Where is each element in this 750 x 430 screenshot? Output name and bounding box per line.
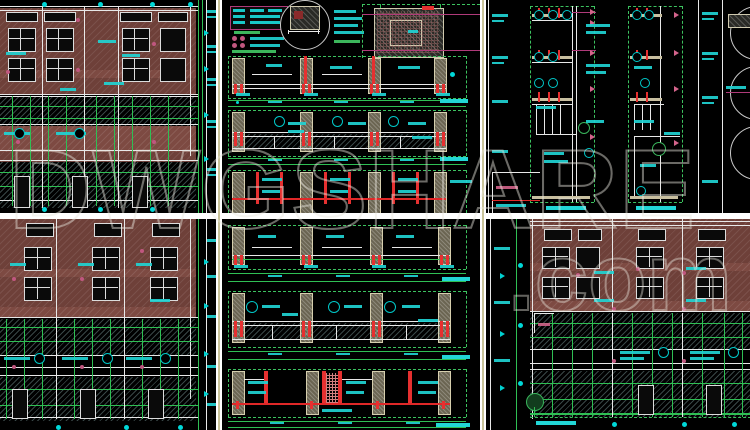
window	[696, 247, 724, 269]
door	[638, 385, 654, 415]
window	[46, 28, 74, 52]
door	[80, 389, 96, 419]
window	[576, 247, 600, 269]
frame-line-right	[482, 0, 484, 430]
window	[638, 229, 666, 241]
window	[44, 12, 76, 22]
window	[542, 277, 570, 299]
window	[636, 247, 664, 269]
window	[150, 247, 178, 271]
window	[160, 58, 186, 82]
window	[24, 277, 52, 301]
window	[152, 223, 180, 237]
panel-top-right[interactable]	[486, 0, 750, 213]
panel-top-middle[interactable]	[222, 0, 480, 213]
window	[696, 277, 724, 299]
door	[12, 389, 28, 419]
window	[92, 247, 120, 271]
door	[132, 176, 148, 208]
window	[544, 229, 572, 241]
window	[698, 229, 726, 241]
window	[122, 28, 150, 52]
window	[160, 28, 186, 52]
panel-bottom-right[interactable]	[486, 219, 750, 430]
panel-bottom-middle[interactable]	[222, 219, 480, 430]
window	[92, 277, 120, 301]
panel-top-left[interactable]	[0, 0, 216, 213]
window	[24, 247, 52, 271]
window	[120, 12, 152, 22]
window	[8, 28, 36, 52]
frame-line-left	[218, 0, 220, 430]
window	[542, 247, 570, 269]
window	[578, 229, 602, 241]
window	[94, 223, 122, 237]
door	[14, 176, 30, 208]
window	[576, 277, 600, 299]
window	[46, 58, 74, 82]
window	[150, 277, 178, 301]
window	[8, 58, 36, 82]
door	[706, 385, 722, 415]
window	[6, 12, 38, 22]
door	[148, 389, 164, 419]
door	[72, 176, 88, 208]
tree-symbol	[526, 393, 544, 411]
window	[636, 277, 664, 299]
window	[158, 12, 188, 22]
panel-bottom-left[interactable]	[0, 219, 216, 430]
window	[122, 58, 150, 82]
window	[26, 223, 54, 237]
